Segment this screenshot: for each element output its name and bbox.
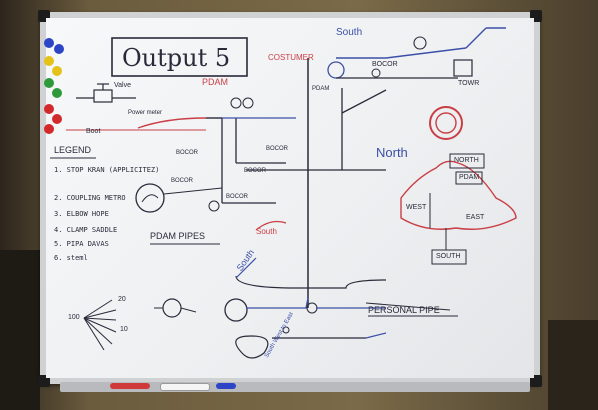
magnet-green-2	[52, 88, 62, 98]
door-frame-left	[0, 250, 40, 410]
magnet-red-1	[44, 104, 54, 114]
label-north-box: NORTH	[454, 157, 479, 164]
label-pdam-left: PDAM	[202, 77, 229, 87]
tank-box	[453, 59, 473, 77]
pipe-diagonal	[341, 89, 387, 114]
legend-item-2: 2. COUPLING METRO	[54, 194, 126, 202]
label-personal-pipe: PERSONAL PIPE	[368, 305, 440, 315]
frame-corner-bl	[38, 375, 50, 387]
label-tank: TOWR	[458, 80, 480, 87]
label-pdam-box: PDAM	[459, 174, 480, 181]
legend-item-4: 4. CLAMP SADDLE	[54, 226, 118, 234]
label-costumer: COSTUMER	[268, 53, 314, 62]
label-boot: Boot	[86, 128, 101, 135]
map-outline	[400, 160, 517, 230]
label-pdam-pipes: PDAM PIPES	[150, 231, 206, 241]
board-title: Output 5	[122, 44, 231, 72]
label-scale-100: 100	[68, 314, 80, 321]
label-bocor-top: BOCOR	[372, 61, 398, 68]
south-box	[431, 249, 467, 265]
bottom-circle-1	[224, 298, 248, 322]
label-bocor-5: BOCOR	[226, 194, 249, 200]
legend-title: LEGEND	[54, 145, 92, 155]
shelf-right	[548, 320, 598, 410]
label-bocor-4: BOCOR	[171, 178, 194, 184]
whiteboard-surface: Output 5 South BOCOR PDAM TOWR PDAM COST…	[46, 18, 534, 378]
legend-item-5: 5. PIPA DAVAS	[54, 240, 109, 248]
label-bocor-1: BOCOR	[176, 150, 199, 156]
label-valve: Valve	[114, 82, 131, 89]
label-south-box: SOUTH	[436, 253, 461, 260]
label-south-red: South	[256, 227, 277, 236]
label-west: WEST	[406, 204, 427, 211]
legend-item-3: 3. ELBOW HOPE	[54, 210, 109, 218]
label-pdam-top: PDAM	[312, 86, 330, 92]
magnet-blue-1	[44, 38, 54, 48]
magnet-red-3	[44, 124, 54, 134]
label-east: EAST	[466, 214, 485, 221]
pdam-box	[455, 171, 483, 185]
frame-corner-br	[530, 375, 542, 387]
label-power-meter: Power meter	[128, 110, 163, 116]
label-south-top: South	[336, 27, 363, 38]
magnet-green-1	[44, 78, 54, 88]
board-drawings	[50, 27, 517, 359]
marker-white	[160, 383, 210, 391]
marker-tray	[60, 382, 530, 392]
blue-meter-top	[327, 61, 345, 79]
label-bocor-2: BOCOR	[266, 146, 289, 152]
marker-blue	[216, 383, 236, 389]
pump-circle	[135, 183, 165, 213]
label-bocor-3: BOCOR	[244, 168, 267, 174]
marker-red	[110, 383, 150, 389]
red-ring-outer	[429, 106, 463, 140]
magnet-blue-2	[54, 44, 64, 54]
label-north: North	[376, 145, 408, 160]
label-scale-20: 20	[118, 296, 126, 303]
magnet-red-2	[52, 114, 62, 124]
magnet-yellow-2	[52, 66, 62, 76]
red-ring-inner	[435, 112, 457, 134]
magnet-yellow-1	[44, 56, 54, 66]
north-box	[449, 153, 485, 169]
legend-item-6: 6. steml	[54, 254, 88, 262]
label-scale-10: 10	[120, 326, 128, 333]
legend-item-1: 1. STOP KRAN (APPLICITEZ)	[54, 166, 160, 174]
title-box	[111, 37, 248, 77]
